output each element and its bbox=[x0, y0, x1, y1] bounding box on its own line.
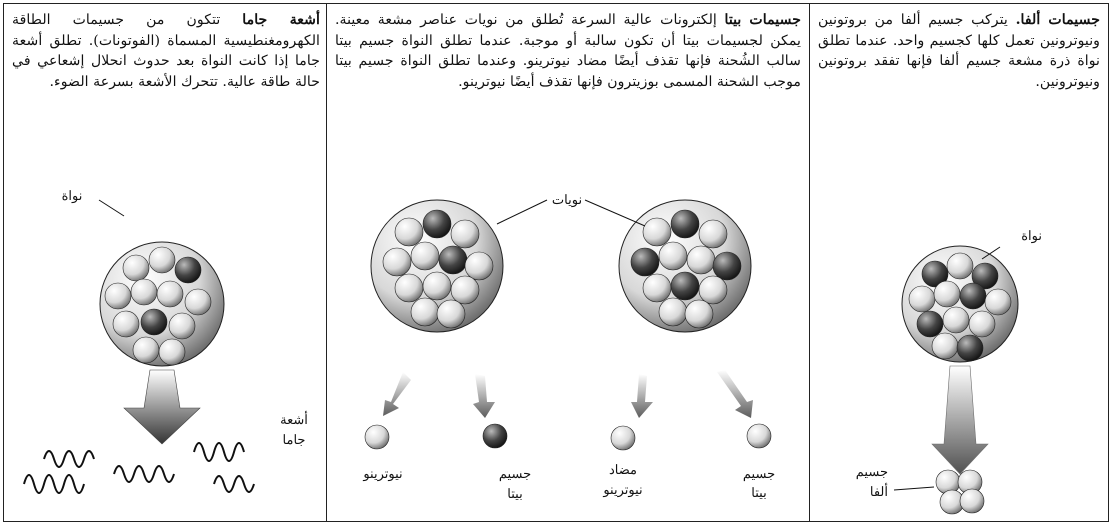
antineutrino-label-1: مضاد bbox=[609, 463, 637, 478]
gamma-nucleus-label: نواة bbox=[62, 189, 83, 204]
beta-nucleus-left bbox=[371, 200, 503, 332]
beta-arrow-left-b bbox=[473, 374, 495, 418]
gamma-panel: أشعة جاما تتكون من جسيمات الطاقة الكهروم… bbox=[4, 4, 328, 521]
beta-arrow-left-a bbox=[383, 372, 411, 416]
gamma-rays-label-1: أشعة bbox=[280, 411, 308, 428]
alpha-emission-arrow bbox=[932, 366, 988, 474]
antineutrino-particle bbox=[611, 426, 635, 450]
gamma-nucleus bbox=[100, 242, 224, 366]
gamma-rays-label-2: جاما bbox=[283, 433, 306, 448]
alpha-nucleus bbox=[902, 246, 1018, 362]
beta-right-label-2: بيتا bbox=[751, 486, 766, 501]
beta-particle-left bbox=[483, 424, 507, 448]
gamma-illustration: نواة أشعة جاما bbox=[4, 4, 328, 523]
beta-nucleus-right bbox=[619, 200, 751, 332]
gamma-ray-waves bbox=[24, 443, 254, 493]
alpha-panel: جسيمات ألفا. يتركب جسيم ألفا من بروتونين… bbox=[810, 4, 1108, 521]
neutrino-label: نيوترينو bbox=[362, 467, 402, 482]
alpha-particle bbox=[936, 470, 984, 514]
beta-panel: جسيمات بيتا إلكترونات عالية السرعة تُطلق… bbox=[326, 4, 810, 521]
alpha-illustration: نواة جسيم ألفا bbox=[810, 4, 1108, 523]
beta-particle-right bbox=[747, 424, 771, 448]
neutrino-left bbox=[365, 425, 389, 449]
beta-arrow-right-b bbox=[717, 370, 753, 418]
gamma-emission-arrow bbox=[124, 370, 200, 444]
alpha-nucleus-label: نواة bbox=[1021, 229, 1042, 244]
beta-left-label-1: جسيم bbox=[499, 467, 531, 482]
beta-right-label-1: جسيم bbox=[743, 467, 775, 482]
antineutrino-label-2: نيوترينو bbox=[602, 483, 642, 498]
nuclei-label: نويات bbox=[552, 193, 582, 208]
beta-arrow-right-a bbox=[631, 374, 653, 418]
beta-left-label-2: بيتا bbox=[507, 487, 522, 502]
beta-illustration: نويات جسيم بيتا مضاد نيوترينو جسيم بيتا … bbox=[327, 4, 811, 523]
diagram-frame: جسيمات ألفا. يتركب جسيم ألفا من بروتونين… bbox=[3, 3, 1109, 522]
alpha-particle-label-2: ألفا bbox=[870, 483, 888, 500]
alpha-particle-label-1: جسيم bbox=[856, 465, 888, 480]
